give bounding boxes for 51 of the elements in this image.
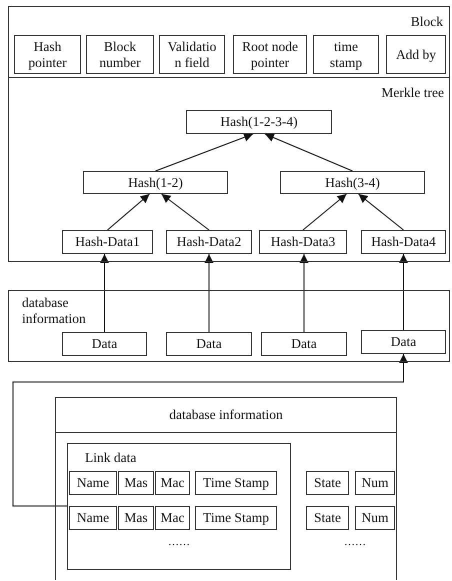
attribute-box: Mac xyxy=(155,471,190,495)
panel-title: Merkle tree xyxy=(381,85,444,101)
hash-box: Hash(3-4) xyxy=(280,171,425,194)
data-box: Data xyxy=(361,330,446,354)
field-box: Validatio n field xyxy=(159,35,225,74)
field-box: time stamp xyxy=(313,35,379,74)
database-panel xyxy=(8,290,450,362)
arrow xyxy=(155,132,254,172)
attribute-box: Mac xyxy=(155,506,190,530)
field-box: Block number xyxy=(86,35,154,74)
ellipsis-text: …… xyxy=(344,536,366,548)
attribute-box: Mas xyxy=(118,471,154,495)
data-box: Data xyxy=(166,332,252,356)
arrow xyxy=(302,194,347,230)
data-box: Data xyxy=(62,332,147,356)
attribute-box: State xyxy=(306,506,349,530)
hash-box: Hash-Data3 xyxy=(259,230,347,254)
arrow xyxy=(264,133,353,172)
arrow xyxy=(204,254,214,332)
link-data-panel xyxy=(67,443,291,570)
arrow xyxy=(100,254,109,332)
attribute-box: Time Stamp xyxy=(195,506,277,530)
attribute-box: Num xyxy=(355,506,395,530)
panel-title: database information xyxy=(56,398,396,433)
hash-box: Hash-Data4 xyxy=(361,230,446,254)
attribute-box: Name xyxy=(69,506,117,530)
attribute-box: Mas xyxy=(118,506,154,530)
arrow xyxy=(161,194,210,230)
attribute-box: State xyxy=(306,471,349,495)
arrow xyxy=(358,194,404,230)
field-box: Root node pointer xyxy=(233,35,307,74)
hash-box: Hash-Data1 xyxy=(62,230,153,254)
field-box: Hash pointer xyxy=(14,35,81,74)
arrow xyxy=(399,254,408,330)
arrow xyxy=(107,194,150,230)
arrow xyxy=(12,354,408,506)
attribute-box: Time Stamp xyxy=(195,471,277,495)
attribute-box: Name xyxy=(69,471,117,495)
field-box: Add by xyxy=(386,35,446,74)
hash-box: Hash(1-2) xyxy=(83,171,228,194)
panel-title: Block xyxy=(410,14,443,30)
hash-box: Hash(1-2-3-4) xyxy=(186,110,332,134)
database-panel xyxy=(55,397,397,580)
panel-title: Link data xyxy=(85,450,136,466)
panel-title: database information xyxy=(22,295,87,326)
hash-box: Hash-Data2 xyxy=(166,230,252,254)
ellipsis-text: …… xyxy=(168,536,190,548)
block-panel xyxy=(8,6,450,262)
arrow xyxy=(300,254,308,332)
attribute-box: Num xyxy=(355,471,395,495)
data-box: Data xyxy=(261,332,347,356)
